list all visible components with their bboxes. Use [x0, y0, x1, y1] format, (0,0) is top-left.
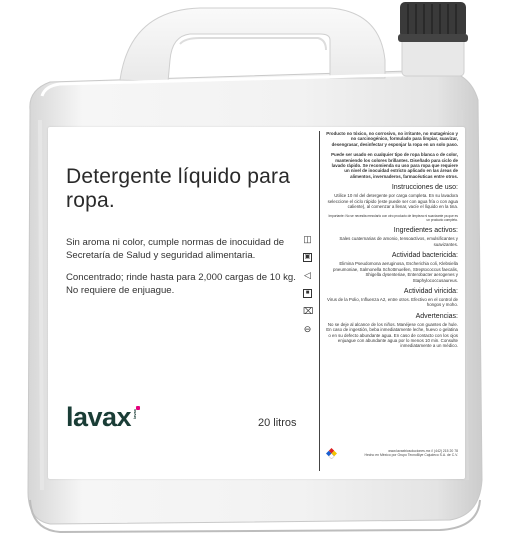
intro-text: Producto no tóxico, no corrosivo, no irr…	[326, 131, 458, 147]
usage-note: Puede ser usado en cualquier tipo de rop…	[331, 152, 458, 179]
info-panel: Producto no tóxico, no corrosivo, no irr…	[326, 131, 458, 354]
warnings-heading: Advertencias:	[415, 312, 458, 320]
crossed-box-icon: ⌧	[303, 306, 314, 316]
brand-sublogo: lavax	[132, 409, 137, 420]
ingredients-heading: Ingredientes activos:	[393, 227, 458, 235]
product-label: Detergente líquido para ropa. Sin aroma …	[48, 127, 465, 479]
jug-base	[29, 499, 481, 534]
instructions-note: Importante: No se necesita mezclarlo con…	[328, 214, 458, 223]
viricidal-heading: Actividad viricida:	[403, 287, 458, 295]
footer-line-1: www.lavaxbiosoluciones.mx // (442) 215 2…	[388, 449, 458, 453]
hazard-diamond-icon	[326, 448, 337, 459]
square-icon: ■	[303, 289, 312, 298]
jug-icon: ◫	[303, 234, 312, 244]
label-divider	[319, 131, 320, 471]
label-footer: www.lavaxbiosoluciones.mx // (442) 215 2…	[326, 448, 458, 464]
footer-contact: www.lavaxbiosoluciones.mx // (442) 215 2…	[342, 449, 458, 458]
product-description: Sin aroma ni color, cumple normas de ino…	[66, 237, 301, 307]
warnings-text: No se deje al alcance de los niños. Mané…	[326, 321, 458, 349]
instructions-heading: Instrucciones de uso:	[391, 184, 458, 192]
volume-label: 20 litros	[258, 417, 297, 429]
jug-handle	[119, 7, 386, 83]
instructions-text: Utilice 10 ml del detergente por carga c…	[327, 193, 458, 210]
footer-line-2: Hecho en México por Grupo TecnoBiye Caju…	[364, 453, 458, 458]
brand-accent-mark	[136, 406, 140, 410]
no-mix-icon: ⊖	[303, 324, 312, 334]
bactericidal-text: Elimina Pseudomona aeruginosa, Escherich…	[333, 261, 458, 283]
bactericidal-heading: Actividad bactericida:	[391, 252, 458, 260]
description-paragraph-2: Concentrado; rinde hasta para 2,000 carg…	[66, 272, 296, 296]
ingredients-text: Sales cuaternarias de amonio, tensoactiv…	[339, 236, 458, 247]
viricidal-text: Virus de la Polio, Influenza A2, entre o…	[327, 296, 458, 308]
product-title: Detergente líquido para ropa.	[66, 165, 291, 212]
brand-logo: lavax	[66, 402, 132, 432]
care-icons: ◫ ▣ ◁ ■ ⌧ ⊖	[303, 235, 315, 343]
description-paragraph-1: Sin aroma ni color, cumple normas de ino…	[66, 237, 285, 261]
sign-icon: ▣	[303, 253, 312, 262]
triangle-icon: ◁	[304, 270, 311, 280]
